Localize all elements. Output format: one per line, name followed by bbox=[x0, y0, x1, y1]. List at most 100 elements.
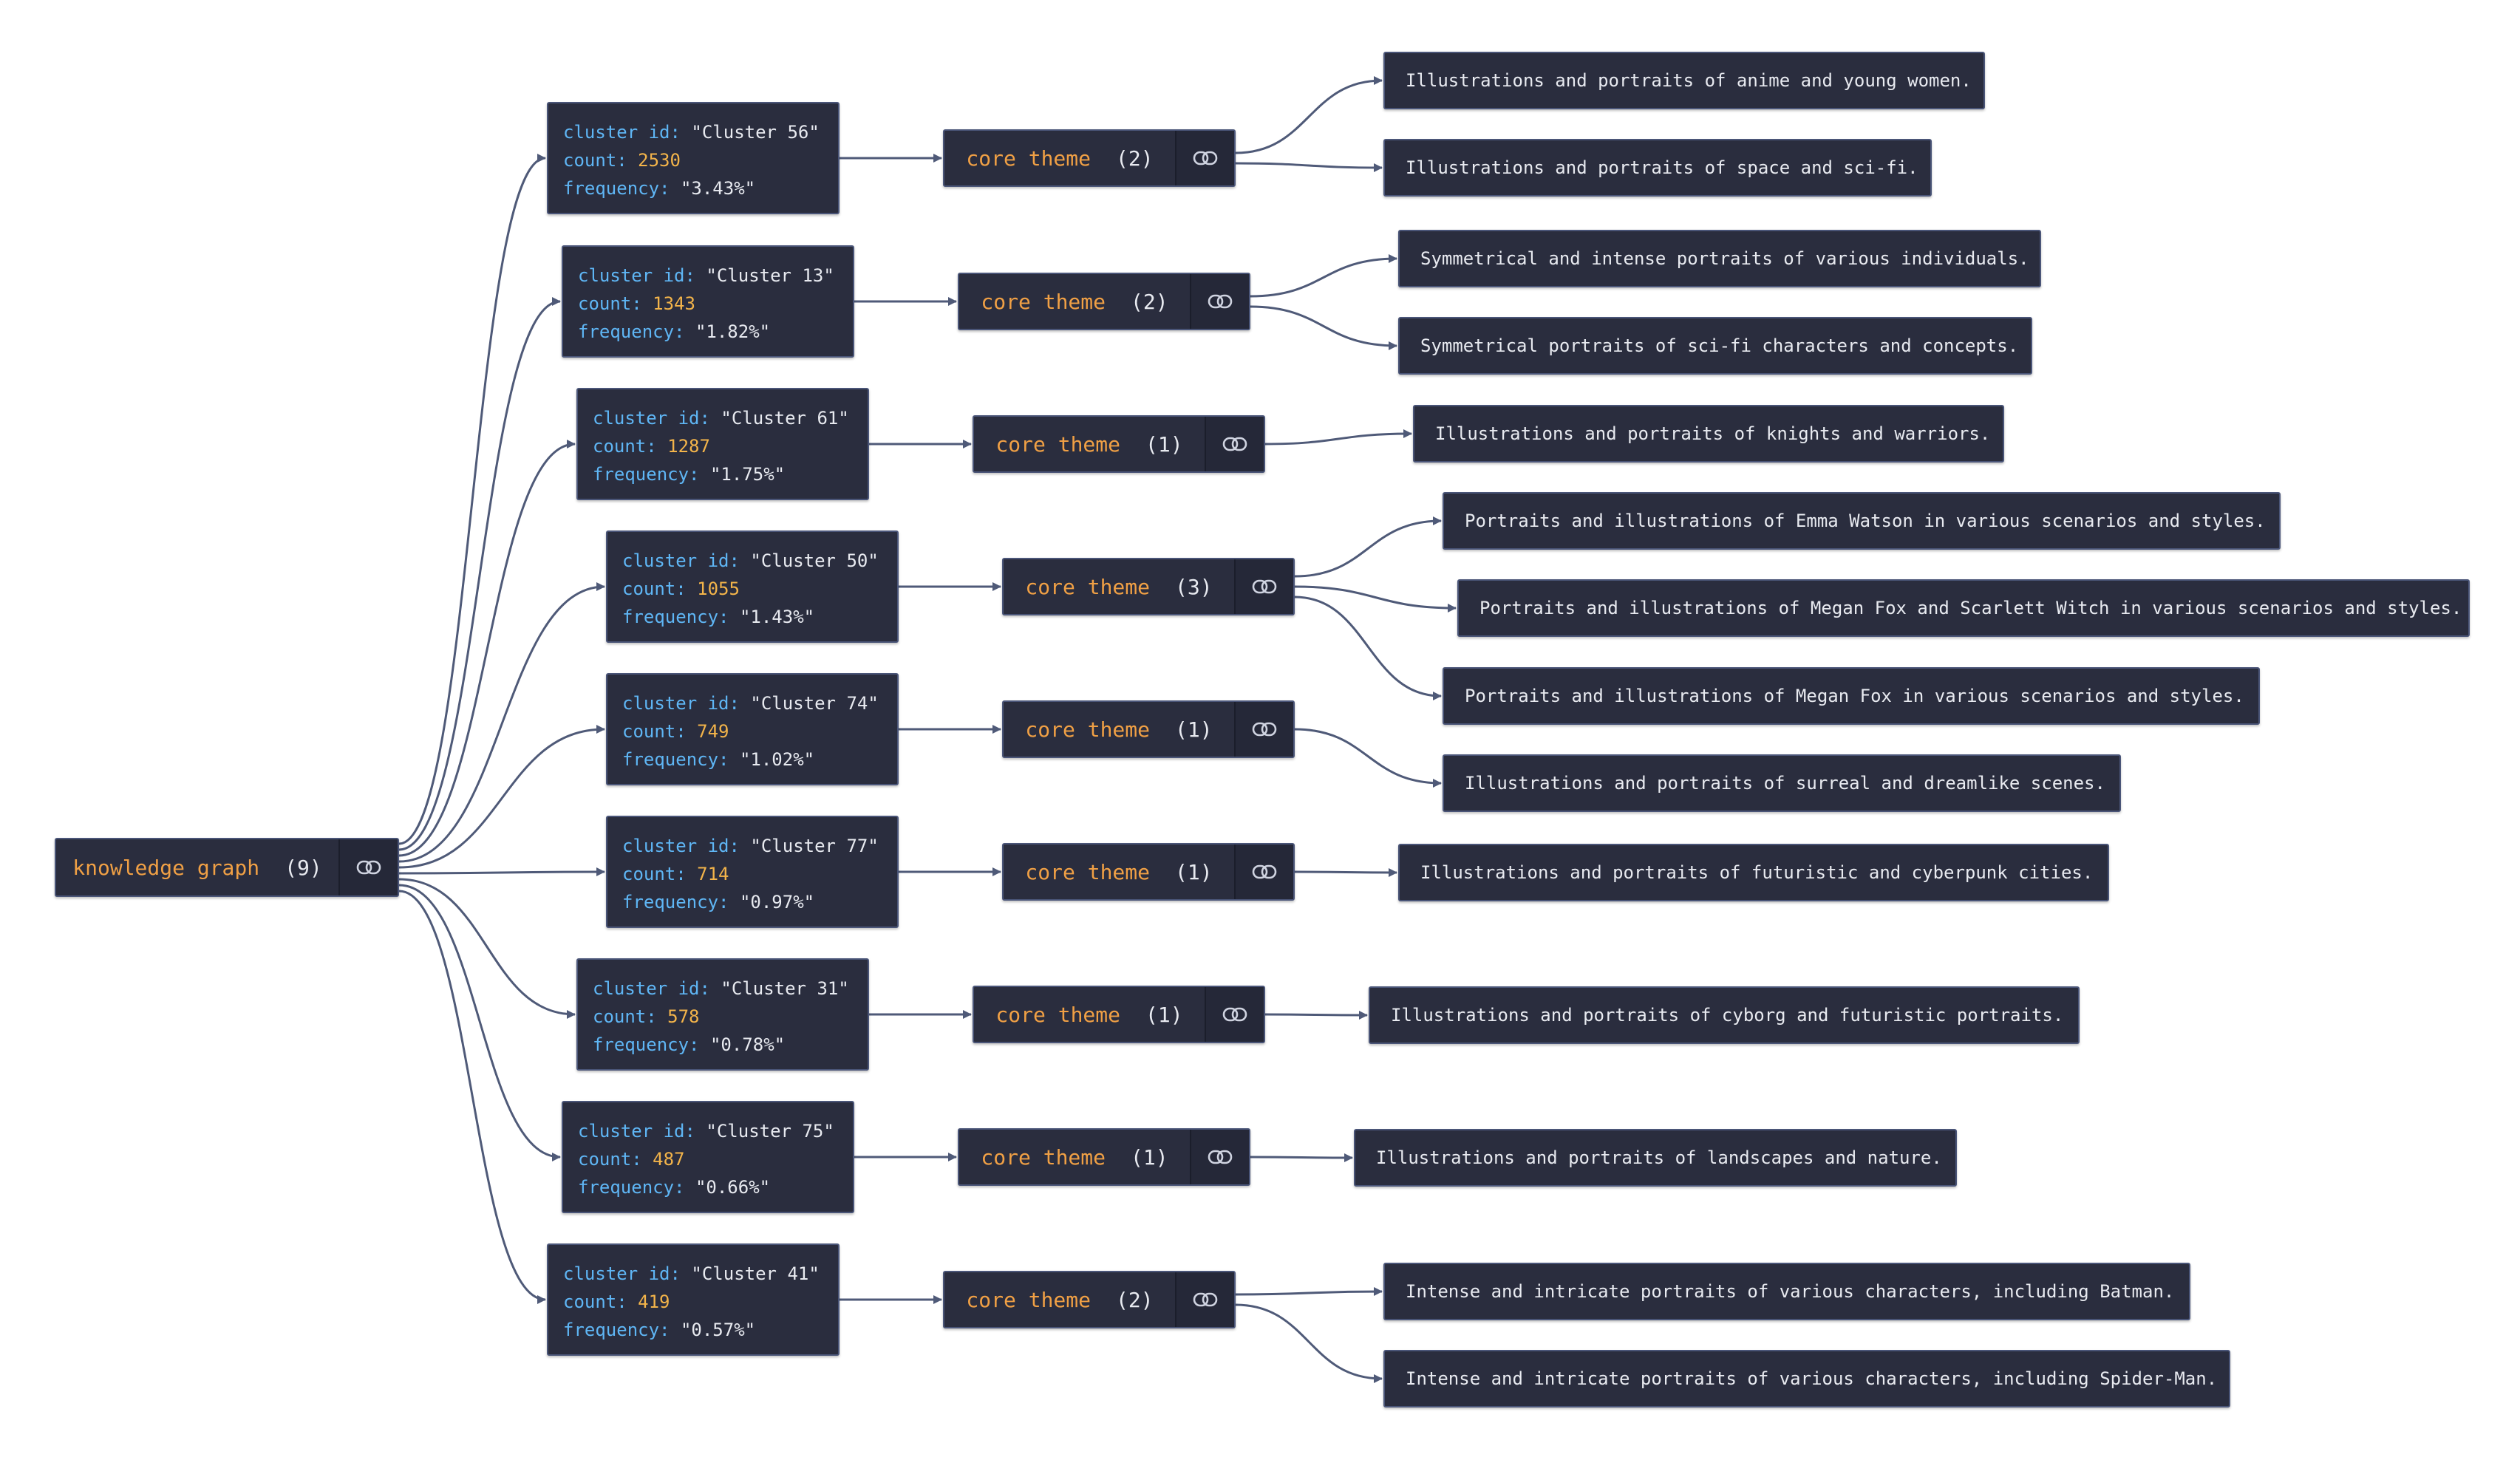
cluster-node[interactable]: cluster id: "Cluster 56"count: 2530 frequ… bbox=[547, 102, 840, 214]
root-to-cluster-edge bbox=[398, 297, 561, 851]
cluster-count-value: 714 bbox=[697, 864, 729, 884]
cluster-frequency-key: frequency: bbox=[622, 892, 729, 912]
theme-description-node[interactable]: Symmetrical portraits of sci-fi characte… bbox=[1398, 317, 2032, 375]
link-icon[interactable] bbox=[1205, 987, 1264, 1042]
root-label: knowledge graph bbox=[72, 855, 260, 880]
core-theme-node[interactable]: core theme(3) bbox=[1002, 558, 1295, 615]
link-icon[interactable] bbox=[1234, 702, 1293, 757]
core-theme-node[interactable]: core theme(1) bbox=[1002, 843, 1295, 901]
core-theme-node[interactable]: core theme(1) bbox=[1002, 700, 1295, 758]
cluster-frequency-key: frequency: bbox=[622, 749, 729, 770]
theme-to-description-edge bbox=[1235, 1303, 1383, 1383]
core-theme-node[interactable]: core theme (2) bbox=[943, 129, 1236, 187]
cluster-count-row: count: 2530 bbox=[563, 146, 838, 174]
link-icon[interactable] bbox=[1234, 559, 1293, 614]
core-theme-label: core theme bbox=[966, 146, 1091, 171]
core-theme-label: core theme bbox=[995, 1002, 1120, 1027]
cluster-id-row: cluster id: "Cluster 61" bbox=[593, 404, 868, 432]
theme-description-node[interactable]: Portraits and illustrations of Emma Wats… bbox=[1443, 492, 2281, 550]
cluster-id-row: cluster id: "Cluster 50" bbox=[622, 547, 897, 575]
core-theme-label: core theme bbox=[995, 431, 1120, 457]
link-icon[interactable] bbox=[1175, 1272, 1234, 1327]
theme-description-node[interactable]: Illustrations and portraits of cyborg an… bbox=[1369, 986, 2080, 1044]
cluster-frequency-row: frequency: "0.57%" bbox=[563, 1316, 838, 1344]
cluster-id-key: cluster id: bbox=[563, 1263, 681, 1284]
cluster-frequency-key: frequency: bbox=[593, 464, 700, 485]
root-to-cluster-edge bbox=[398, 878, 576, 1019]
core-theme-node[interactable]: core theme(2) bbox=[943, 1271, 1236, 1328]
cluster-id-value: "Cluster 41" bbox=[691, 1263, 820, 1284]
cluster-id-row: cluster id: "Cluster 13" bbox=[578, 262, 853, 290]
cluster-count-key: count: bbox=[578, 293, 642, 314]
theme-description-node[interactable]: Illustrations and portraits of space and… bbox=[1383, 139, 1932, 197]
cluster-count-value: 487 bbox=[653, 1149, 685, 1170]
cluster-count-key: count: bbox=[563, 1291, 627, 1312]
cluster-id-row: cluster id: "Cluster 74" bbox=[622, 689, 897, 717]
theme-to-description-edge bbox=[1250, 1153, 1353, 1162]
cluster-id-row: cluster id: "Cluster 77" bbox=[622, 832, 897, 860]
theme-description-node[interactable]: Illustrations and portraits of landscape… bbox=[1354, 1129, 1957, 1187]
root-label-group: knowledge graph (9) bbox=[56, 839, 338, 895]
cluster-frequency-key: frequency: bbox=[563, 178, 670, 199]
core-theme-count: (1) bbox=[1145, 431, 1183, 457]
core-theme-node[interactable]: core theme(1) bbox=[973, 986, 1265, 1043]
cluster-count-key: count: bbox=[622, 579, 687, 599]
cluster-count-value: 419 bbox=[638, 1291, 670, 1312]
theme-description-node[interactable]: Symmetrical and intense portraits of var… bbox=[1398, 230, 2041, 287]
root-node[interactable]: knowledge graph (9) bbox=[55, 838, 399, 897]
core-theme-node[interactable]: core theme(1) bbox=[958, 1128, 1250, 1186]
cluster-id-value: "Cluster 75" bbox=[706, 1121, 834, 1142]
theme-description-node[interactable]: Illustrations and portraits of anime and… bbox=[1383, 52, 1985, 109]
core-theme-label-group: core theme(3) bbox=[1004, 559, 1234, 614]
root-to-cluster-edge bbox=[398, 867, 605, 877]
cluster-id-value: "Cluster 31" bbox=[721, 978, 849, 999]
cluster-node[interactable]: cluster id: "Cluster 77" count: 714 freque… bbox=[606, 816, 899, 928]
cluster-id-key: cluster id: bbox=[578, 265, 695, 286]
cluster-id-key: cluster id: bbox=[622, 550, 740, 571]
cluster-count-key: count: bbox=[563, 150, 627, 171]
cluster-node[interactable]: cluster id: "Cluster 61"count: 1287 frequ… bbox=[576, 388, 869, 500]
theme-description-node[interactable]: Illustrations and portraits of knights a… bbox=[1413, 405, 2004, 463]
cluster-id-key: cluster id: bbox=[593, 408, 710, 429]
core-theme-node[interactable]: core theme(2) bbox=[958, 273, 1250, 330]
link-icon[interactable] bbox=[1190, 274, 1249, 329]
theme-to-description-edge bbox=[1264, 1010, 1368, 1020]
theme-description-node[interactable]: Intense and intricate portraits of vario… bbox=[1383, 1263, 2190, 1320]
theme-description-node[interactable]: Intense and intricate portraits of vario… bbox=[1383, 1350, 2230, 1407]
cluster-id-value: "Cluster 77" bbox=[750, 836, 879, 856]
cluster-id-value: "Cluster 13" bbox=[706, 265, 834, 286]
core-theme-node[interactable]: core theme (1) bbox=[973, 415, 1265, 473]
cluster-frequency-row: frequency: "1.82%" bbox=[578, 318, 853, 346]
core-theme-label-group: core theme(1) bbox=[959, 1130, 1190, 1184]
theme-to-description-edge bbox=[1264, 429, 1412, 446]
theme-description-node[interactable]: Portraits and illustrations of Megan Fox… bbox=[1457, 579, 2470, 637]
link-icon[interactable] bbox=[1175, 131, 1234, 185]
theme-description-node[interactable]: Illustrations and portraits of futuristi… bbox=[1398, 844, 2109, 901]
cluster-count-row: count: 1287 bbox=[593, 432, 868, 460]
theme-description-node[interactable]: Portraits and illustrations of Megan Fox… bbox=[1443, 667, 2260, 725]
core-theme-label-group: core theme(2) bbox=[959, 274, 1190, 329]
theme-to-description-edge bbox=[1250, 305, 1397, 350]
root-to-cluster-edge bbox=[398, 725, 605, 869]
link-icon[interactable] bbox=[1234, 844, 1293, 899]
cluster-node[interactable]: cluster id: "Cluster 41" count: 419 freque… bbox=[547, 1243, 840, 1356]
cluster-count-key: count: bbox=[622, 721, 687, 742]
cluster-id-row: cluster id: "Cluster 56" bbox=[563, 118, 838, 146]
cluster-frequency-value: "1.75%" bbox=[709, 464, 786, 485]
link-icon[interactable] bbox=[1205, 417, 1264, 471]
cluster-frequency-value: "0.66%" bbox=[695, 1177, 771, 1198]
cluster-count-key: count: bbox=[622, 864, 687, 884]
theme-description-node[interactable]: Illustrations and portraits of surreal a… bbox=[1443, 754, 2121, 812]
core-theme-count: (1) bbox=[1175, 717, 1213, 742]
link-icon[interactable] bbox=[338, 839, 398, 895]
theme-to-description-edge bbox=[1294, 596, 1442, 700]
theme-to-description-edge bbox=[1294, 867, 1397, 877]
link-icon[interactable] bbox=[1190, 1130, 1249, 1184]
cluster-frequency-value: "0.57%" bbox=[680, 1320, 756, 1340]
core-theme-count: (2) bbox=[1116, 146, 1154, 171]
